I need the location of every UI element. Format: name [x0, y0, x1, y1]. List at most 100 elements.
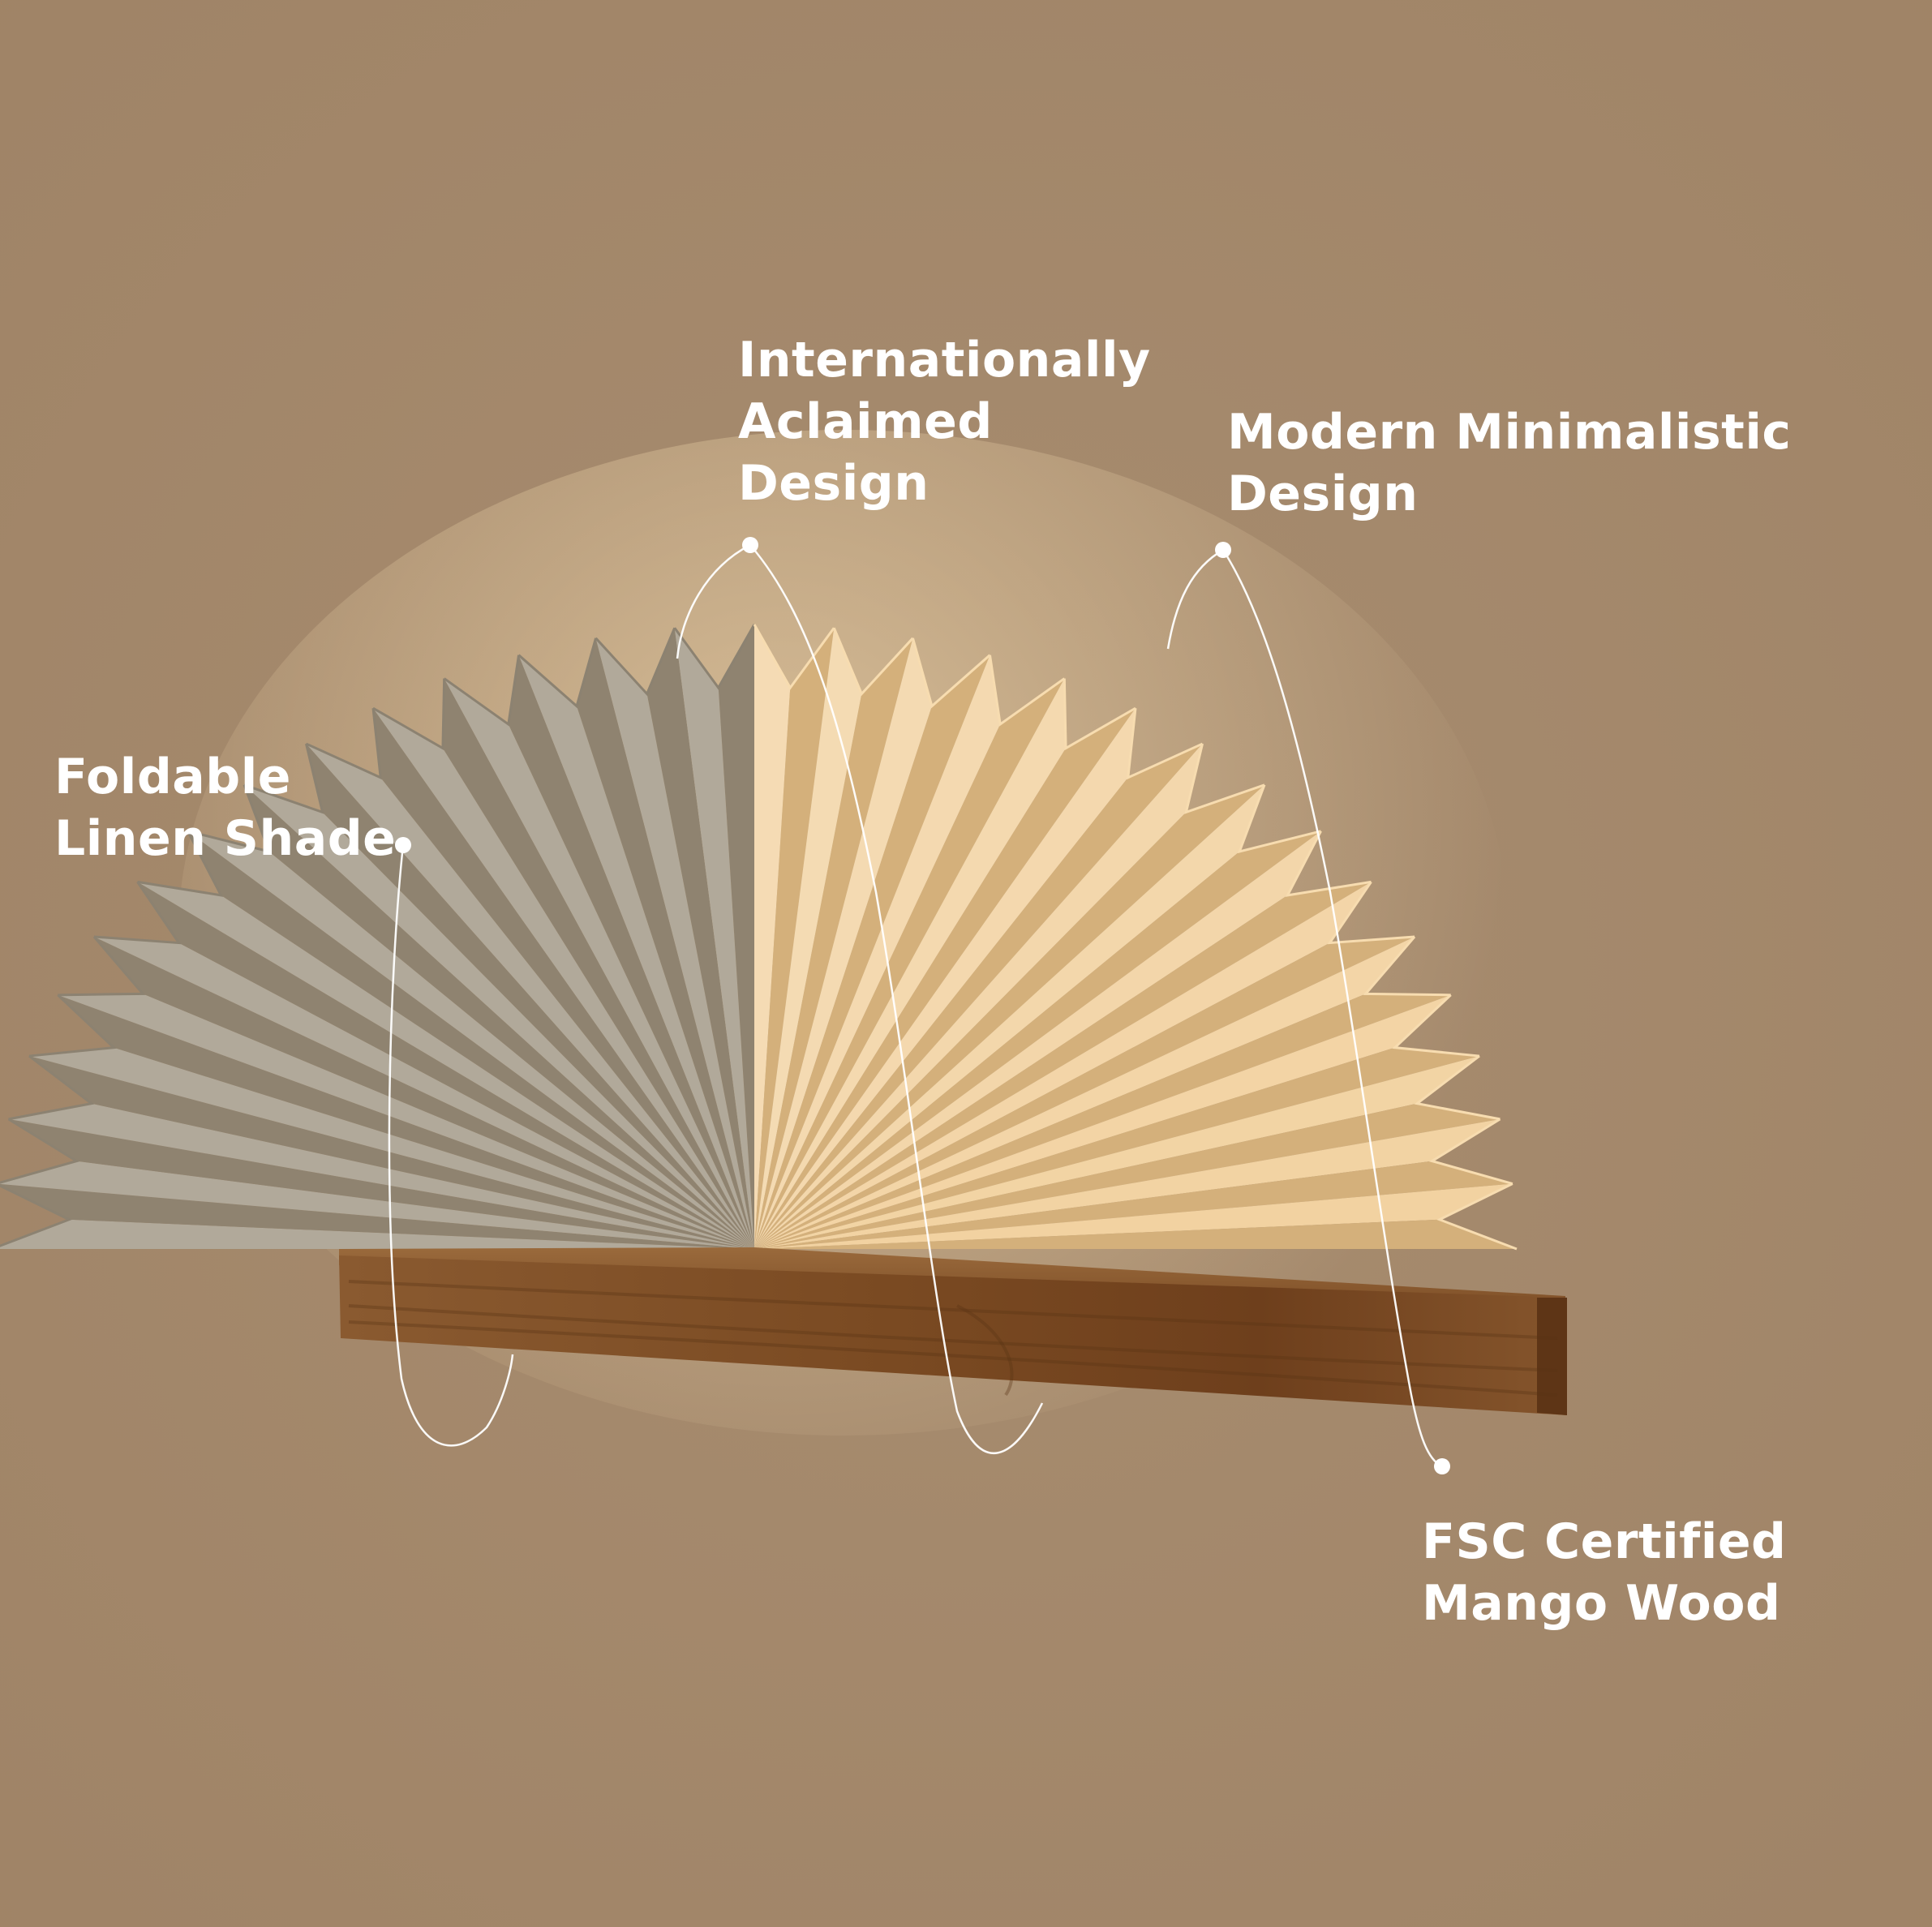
shade-pleat-edge — [1414, 1054, 1501, 1121]
shade-pleat — [306, 744, 754, 1249]
shade-pleat — [442, 678, 754, 1249]
callout-linen-shade-line2: Linen Shade — [54, 810, 397, 867]
shade-pleat — [754, 654, 1001, 1249]
shade-pleat — [754, 1183, 1513, 1249]
shade-pleat-edge — [0, 1118, 80, 1184]
callout-line-modern — [1166, 548, 1443, 1468]
shade-pleat — [754, 744, 1203, 1249]
shade-pleat — [754, 708, 1136, 1249]
shade-pleat-edge — [1126, 707, 1204, 780]
callout-modern-design-line2: Design — [1227, 466, 1419, 522]
shade-pleat-edge — [372, 678, 446, 751]
shade-pleat-edge — [28, 994, 117, 1058]
shade-pleat — [244, 784, 755, 1249]
shade-pleat — [754, 1103, 1501, 1249]
callout-design-award-line3: Design — [738, 455, 930, 512]
shade-pleat — [306, 744, 754, 1249]
shade-pleat-edge — [1237, 784, 1321, 854]
shade-pleat-edge — [137, 830, 224, 897]
shade-pleat-edge — [1363, 936, 1451, 997]
shade-pleat-edge — [673, 624, 756, 690]
linen-shade — [0, 624, 1518, 1251]
callout-mango-wood-line1: FSC Certified — [1422, 1513, 1787, 1570]
shade-pleat — [754, 678, 1065, 1249]
shade-pleat-edge — [595, 627, 676, 697]
shade-pleat — [754, 628, 862, 1249]
shade-pleat — [754, 708, 1136, 1249]
shade-pleat — [29, 1047, 754, 1249]
shade-pleat-edge — [1392, 994, 1480, 1058]
shade-pleat — [754, 624, 791, 1249]
shade-pleat — [754, 628, 835, 1249]
shade-pleat — [577, 637, 754, 1249]
shade-pleat — [595, 637, 754, 1249]
callout-line-shade — [388, 844, 514, 1447]
callout-dots — [395, 537, 1450, 1474]
callout-linen-shade: Foldable Linen Shade — [54, 746, 396, 869]
callout-modern-design-line1: Modern Minimalistic — [1227, 404, 1792, 461]
shade-pleat — [518, 654, 754, 1249]
callout-design-award: Internationally Aclaimed Design — [738, 329, 1151, 514]
shade-pleat — [754, 1056, 1479, 1249]
shade-pleat — [754, 1047, 1479, 1249]
shade-pleat — [754, 937, 1415, 1249]
shade-pleat — [8, 1103, 754, 1249]
shade-pleat — [29, 1056, 754, 1249]
callout-dot-shade — [395, 837, 411, 853]
shade-pleat-edge — [305, 707, 383, 780]
shade-pleat-edge — [93, 881, 182, 945]
shade-pleat — [754, 994, 1451, 1249]
shade-pleat — [754, 830, 1321, 1249]
shade-pleat — [646, 628, 754, 1249]
shade-pleat-edge — [243, 743, 324, 814]
shade-pleat-edge — [58, 936, 146, 997]
callout-modern-design: Modern Minimalistic Design — [1227, 401, 1792, 525]
shade-pleat — [508, 654, 754, 1249]
shade-pleat-edge — [1436, 1182, 1518, 1251]
shade-pleat — [754, 882, 1372, 1249]
shade-pleat-edge — [1428, 1118, 1513, 1185]
shade-pleat-edge — [517, 637, 598, 709]
shade-pleat — [718, 624, 754, 1249]
callout-mango-wood-line2: Mango Wood — [1422, 1575, 1781, 1632]
shade-pleat — [444, 678, 754, 1249]
shade-pleat-edge — [1184, 743, 1265, 814]
callout-dot-modern — [1215, 542, 1231, 558]
shade-pleat-edge — [0, 1184, 72, 1247]
shade-pleat — [754, 1118, 1501, 1249]
shade-pleat-edge — [753, 624, 835, 690]
shade-pleat-edge — [1063, 678, 1136, 751]
shade-pleat — [187, 830, 755, 1249]
callout-dot-wood — [1434, 1458, 1450, 1474]
shade-pleat — [754, 1219, 1517, 1249]
shade-pleat-edge — [988, 654, 1066, 727]
shade-pleat-edge — [187, 784, 272, 854]
shade-pleat — [0, 1219, 754, 1249]
shade-pleat-edge — [1285, 830, 1372, 897]
wood-base — [339, 1247, 1567, 1415]
callout-linen-shade-line1: Foldable — [54, 749, 291, 805]
callout-lines — [388, 543, 1443, 1468]
shade-pleat-edge — [8, 1054, 95, 1121]
shade-pleat — [754, 784, 1264, 1249]
shade-pleat-edge — [443, 654, 521, 727]
shade-pleat — [754, 830, 1321, 1249]
shade-pleat — [93, 937, 755, 1249]
shade-pleat — [754, 637, 932, 1249]
shade-pleat — [373, 708, 754, 1249]
shade-pleat — [674, 628, 754, 1249]
callout-dot-design — [742, 537, 758, 553]
shade-pleat — [754, 784, 1264, 1249]
callout-mango-wood: FSC Certified Mango Wood — [1422, 1511, 1787, 1634]
shade-pleat — [58, 994, 754, 1249]
shade-pleat — [754, 678, 1067, 1249]
shade-pleat — [137, 882, 754, 1249]
shade-pleat — [754, 994, 1451, 1249]
shade-pleat — [754, 654, 990, 1249]
shade-pleat-edge — [1327, 881, 1415, 945]
callout-design-award-line2: Aclaimed — [738, 393, 993, 450]
shade-pleat — [0, 1161, 754, 1249]
shade-pleat-edge — [832, 627, 914, 697]
shade-pleat-edge — [911, 637, 991, 709]
